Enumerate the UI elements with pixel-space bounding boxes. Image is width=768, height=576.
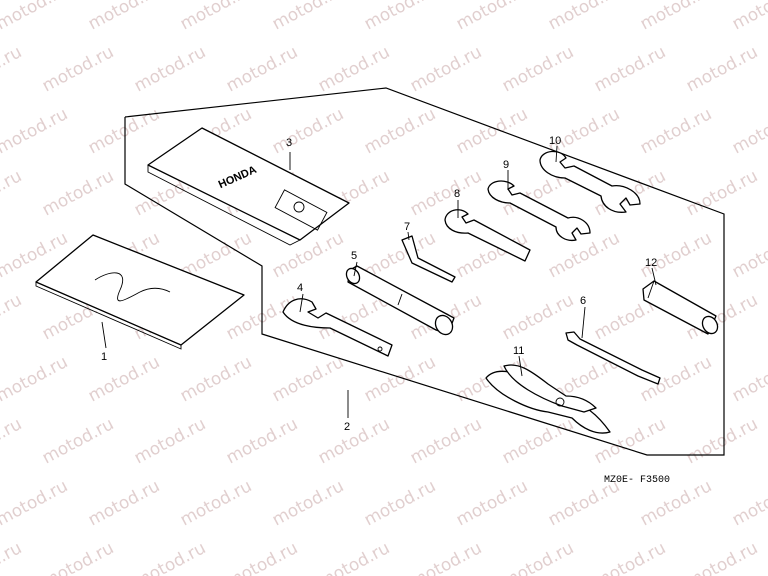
watermark-text: motod.ru — [0, 104, 71, 158]
watermark-text: motod.ru — [683, 166, 761, 220]
watermark-text: motod.ru — [131, 42, 209, 96]
watermark-text: motod.ru — [499, 538, 577, 576]
callout-11: 11 — [513, 345, 524, 357]
watermark-text: motod.ru — [177, 352, 255, 406]
callout-3: 3 — [286, 137, 292, 149]
watermark-text: motod.ru — [683, 414, 761, 468]
watermark-text: motod.ru — [0, 42, 25, 96]
watermark-text: motod.ru — [407, 42, 485, 96]
watermark-text: motod.ru — [85, 104, 163, 158]
watermark-text: motod.ru — [637, 104, 715, 158]
pin-spanner — [282, 298, 393, 357]
watermark-text: motod.ru — [499, 42, 577, 96]
screwdriver — [565, 331, 661, 385]
pliers — [485, 364, 611, 434]
watermark-text: motod.ru — [223, 42, 301, 96]
watermark-text: motod.ru — [131, 538, 209, 576]
callout-7: 7 — [404, 221, 410, 233]
watermark-text: motod.ru — [545, 0, 623, 34]
tool-bag: HONDA — [147, 127, 350, 246]
open-end-wrench-medium — [487, 180, 591, 242]
watermark-text: motod.ru — [85, 476, 163, 530]
callout-9: 9 — [503, 159, 509, 171]
screwdriver-handle — [642, 280, 719, 335]
owners-manual — [35, 234, 245, 350]
watermark-text: motod.ru — [39, 538, 117, 576]
leader-lines — [101, 145, 657, 418]
watermark-text: motod.ru — [729, 476, 768, 530]
watermark-text: motod.ru — [453, 104, 531, 158]
watermark-text: motod.ru — [269, 104, 347, 158]
callout-10: 10 — [549, 135, 561, 147]
callout-1: 1 — [101, 351, 107, 363]
watermark-text: motod.ru — [591, 538, 669, 576]
watermark-text: motod.ru — [85, 352, 163, 406]
watermark-text: motod.ru — [223, 414, 301, 468]
watermark-text: motod.ru — [85, 0, 163, 34]
watermark-text: motod.ru — [0, 414, 25, 468]
watermark-text: motod.ru — [39, 42, 117, 96]
watermark-text: motod.ru — [545, 228, 623, 282]
watermark-text: motod.ru — [729, 352, 768, 406]
watermark-text: motod.ru — [407, 414, 485, 468]
watermark-text: motod.ru — [315, 538, 393, 576]
watermark-text: motod.ru — [39, 414, 117, 468]
watermark-text: motod.ru — [453, 476, 531, 530]
watermark-text: motod.ru — [223, 538, 301, 576]
watermark-text: motod.ru — [361, 0, 439, 34]
watermark-text: motod.ru — [177, 0, 255, 34]
watermark-text: motod.ru — [361, 104, 439, 158]
watermark-text: motod.ru — [637, 228, 715, 282]
watermark-text: motod.ru — [269, 352, 347, 406]
watermark-text: motod.ru — [637, 0, 715, 34]
watermark-text: motod.ru — [453, 0, 531, 34]
watermark-text: motod.ru — [361, 476, 439, 530]
drawing-code: MZ0E- F3500 — [604, 475, 670, 486]
callout-6: 6 — [580, 295, 586, 307]
callout-12: 12 — [645, 257, 657, 269]
watermark-text: motod.ru — [729, 104, 768, 158]
watermark-text: motod.ru — [0, 352, 71, 406]
watermark-text: motod.ru — [499, 414, 577, 468]
watermark-text: motod.ru — [0, 0, 71, 34]
callout-labels: 1 2 3 4 5 6 7 8 9 10 11 12 — [101, 135, 657, 433]
watermark-text: motod.ru — [499, 290, 577, 344]
watermark-text: motod.ru — [407, 166, 485, 220]
tool-kit-group-frame — [124, 87, 725, 456]
watermark-text: motod.ru — [729, 0, 768, 34]
callout-8: 8 — [454, 188, 460, 200]
open-end-wrench-large — [539, 150, 641, 213]
watermark-text: motod.ru — [361, 352, 439, 406]
callout-4: 4 — [297, 282, 303, 294]
watermark-text: motod.ru — [269, 476, 347, 530]
watermark-text: motod.ru — [0, 166, 25, 220]
box-wrench — [345, 265, 455, 336]
watermark-text: motod.ru — [177, 476, 255, 530]
hex-key — [401, 235, 456, 283]
watermark-text: motod.ru — [0, 290, 25, 344]
watermark-text: motod.ru — [315, 414, 393, 468]
watermark-text: motod.ru — [0, 538, 25, 576]
watermark-text: motod.ru — [683, 42, 761, 96]
watermark-text: motod.ru — [39, 166, 117, 220]
watermark-text: motod.ru — [591, 42, 669, 96]
callout-5: 5 — [351, 250, 357, 262]
watermark-text: motod.ru — [269, 0, 347, 34]
open-end-wrench-small — [444, 209, 531, 262]
watermark-text: motod.ru — [683, 538, 761, 576]
watermark-text: motod.ru — [269, 228, 347, 282]
watermark-text: motod.ru — [407, 538, 485, 576]
watermark-text: motod.ru — [131, 414, 209, 468]
watermark-text: motod.ru — [729, 228, 768, 282]
watermark-text: motod.ru — [0, 476, 71, 530]
callout-2: 2 — [344, 421, 350, 433]
